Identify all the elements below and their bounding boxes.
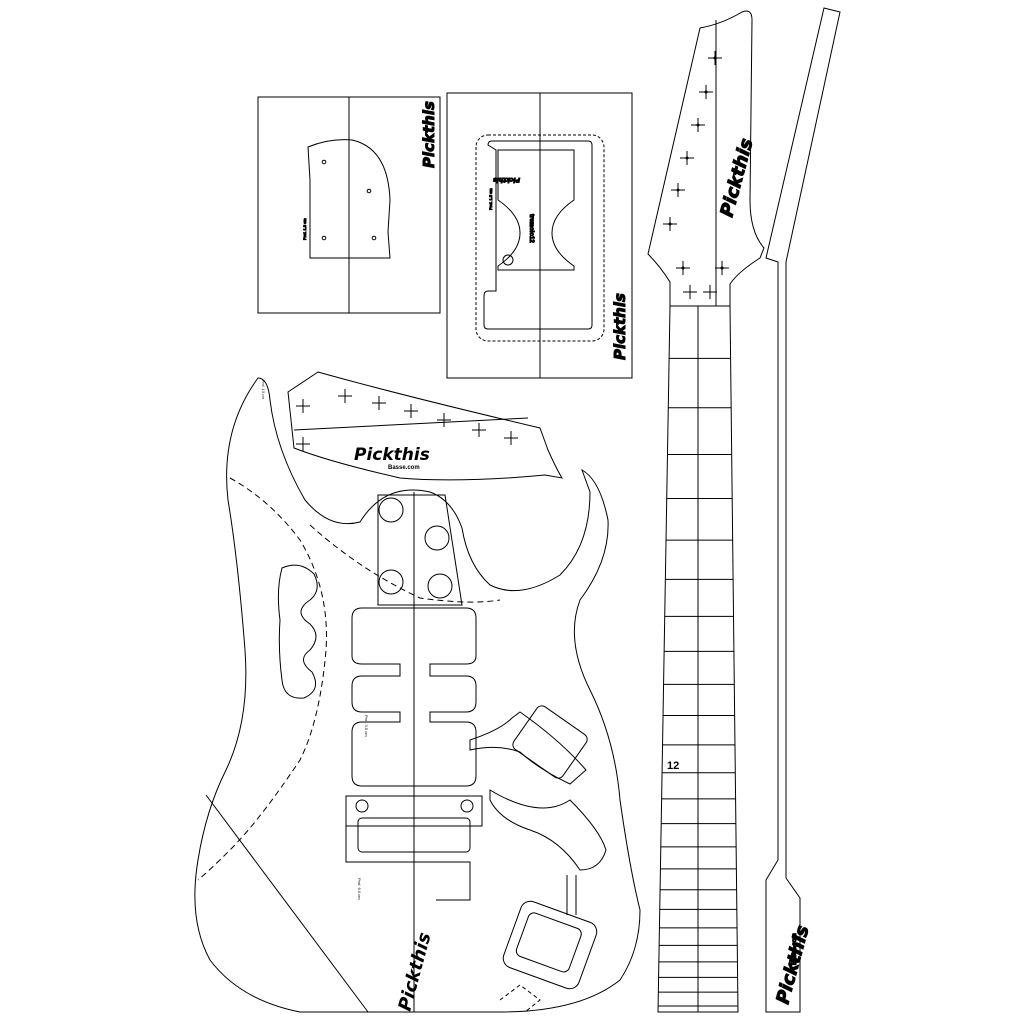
body-diagonal-line <box>206 795 368 1012</box>
control-cavity <box>278 565 317 698</box>
headstock-template: Pickthis <box>648 11 764 306</box>
tuner-marks <box>663 51 729 299</box>
brand-logo: Pickthis <box>420 101 438 168</box>
neck-bolt-hole <box>379 498 403 522</box>
body-template: Prof. 3.5 cm Prof. 6.0 cm Prof. 1.5 cm P… <box>195 378 640 1013</box>
fret-marker-12: 12 <box>667 760 679 772</box>
pickup-routes <box>352 608 476 786</box>
tremolo-cavity-panel: tremolo12 Pickthis Prof. 1.5 cm Pickthis <box>447 93 632 378</box>
headstock-outline <box>648 11 764 306</box>
neck-profile-outline <box>766 8 840 1012</box>
screw-hole <box>372 236 376 240</box>
neck-bolt-hole <box>428 574 452 598</box>
output-jack-cavity <box>500 898 599 991</box>
trem-route <box>346 796 482 826</box>
horn-outline <box>288 372 562 480</box>
trem-post-hole <box>503 255 513 265</box>
fretboard-template: 12 <box>658 306 738 1012</box>
neck-profile-template: Pickthis Basse.com <box>766 8 840 1012</box>
trem-cavity <box>484 141 592 329</box>
pickguard-template-panel: Prof. 1.8 cm Pickthis <box>258 97 440 313</box>
horn-center-line <box>294 418 528 430</box>
route-outline <box>476 135 604 341</box>
brand-site: Basse.com <box>792 933 798 965</box>
body-outline <box>195 378 640 1012</box>
trem-cavity <box>358 818 470 852</box>
switch-cavity <box>511 703 590 780</box>
belly-contour-line <box>310 525 500 602</box>
wire-channel <box>490 790 606 870</box>
neck-bolt-hole <box>379 570 403 594</box>
output-jack-inner <box>515 911 583 973</box>
fret-lines <box>658 358 738 1006</box>
brand-logo: Pickthis <box>611 293 629 360</box>
body-note: Prof. 1.5 cm <box>261 380 265 399</box>
trem-plate <box>498 150 574 270</box>
depth-label: Prof. 1.5 cm <box>488 188 493 210</box>
neck-bolt-hole <box>425 526 449 550</box>
screw-hole <box>367 189 371 193</box>
fretboard-outline <box>658 306 738 1012</box>
screw-hole <box>322 236 326 240</box>
switch-channel <box>470 712 586 784</box>
horn-marks <box>296 389 518 451</box>
trem-stud-hole <box>461 800 473 812</box>
brand-logo: Pickthis <box>717 136 758 219</box>
brand-logo: Pickthis <box>395 930 436 1013</box>
screw-hole <box>322 160 326 164</box>
depth-label: Prof. 1.8 cm <box>302 218 307 240</box>
jack-channel <box>500 985 540 1012</box>
trem-model-label: tremolo12 <box>528 214 534 243</box>
control-cavity-cover <box>308 140 390 258</box>
arm-contour-line <box>198 478 326 880</box>
trem-stud-hole <box>356 800 368 812</box>
depth-label: Prof. 6.0 cm <box>357 878 362 900</box>
brand-logo: Pickthis <box>354 445 430 465</box>
trem-outline <box>346 826 470 900</box>
horn-template: Pickthis Basse.com <box>288 372 562 480</box>
neck-pocket <box>378 495 462 605</box>
depth-label: Prof. 3.5 cm <box>364 715 369 737</box>
brand-site: Basse.com <box>388 465 420 471</box>
trem-brand-label: Pickthis <box>493 176 520 183</box>
